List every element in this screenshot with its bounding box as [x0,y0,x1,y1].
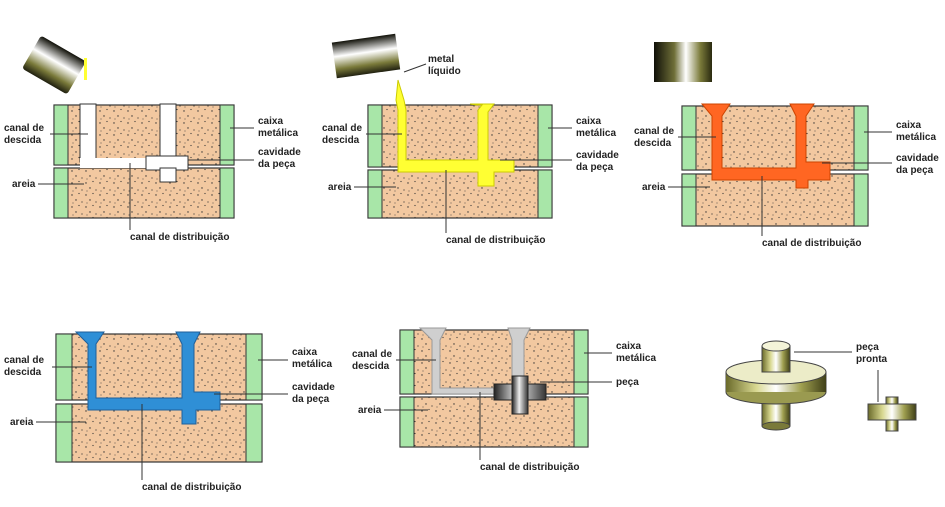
label-peca: peça [616,377,639,388]
flask-wall-left [399,329,415,395]
lower-flask [399,396,589,448]
runner-channel [80,158,175,168]
flask-wall-right [573,329,589,395]
flask-wall-left [681,173,697,227]
lower-flask [367,169,553,219]
flask-wall-right [853,173,869,227]
flask-wall-left [399,396,415,448]
lower-flask [53,167,235,219]
label-areia: areia [328,182,352,193]
label-areia: areia [12,179,36,190]
label-canal-de-distribuicao: canal de distribuição [130,232,229,243]
crucible [654,42,712,82]
riser-channel [159,103,177,163]
flask-wall-left [367,169,383,219]
label-areia: areia [10,417,34,428]
upper-flask [399,329,589,395]
label-areia: areia [642,182,666,193]
crucible-tilted [23,36,85,94]
molten-metal-yellow [395,79,515,187]
molten-metal-orange [700,103,831,189]
part-hub-bottom [761,421,791,431]
label-canal-de-distribuicao: canal de distribuição [762,238,861,249]
flask-wall-left [53,104,69,166]
flask-wall-right [219,167,235,219]
upper-flask [681,105,869,171]
metal-stream [84,58,87,80]
flask-wall-left [55,403,73,463]
flask-wall-left [681,105,697,171]
part-cavity-stem [159,167,177,183]
label-canal-de-distribuicao: canal de distribuição [142,482,241,493]
crucible-tilted [331,33,401,79]
flask-wall-right [537,104,553,168]
upper-flask [367,104,553,168]
solid-part-hub [511,375,529,415]
flask-wall-right [245,333,263,401]
flask-wall-right [219,104,235,166]
lower-flask [55,403,263,463]
label-canal-de-distribuicao: canal de distribuição [446,235,545,246]
sprue-channel [79,103,97,163]
label-areia: areia [358,405,382,416]
flask-wall-right [245,403,263,463]
label-canal-de-distribuicao: canal de distribuição [480,462,579,473]
part-hub-top [761,340,791,352]
flask-wall-left [367,104,383,168]
small-part-flange [867,403,917,421]
lower-flask [681,173,869,227]
flask-wall-right [537,169,553,219]
flask-wall-left [53,167,69,219]
flask-wall-right [573,396,589,448]
flask-wall-right [853,105,869,171]
cooling-metal-blue [74,331,221,425]
